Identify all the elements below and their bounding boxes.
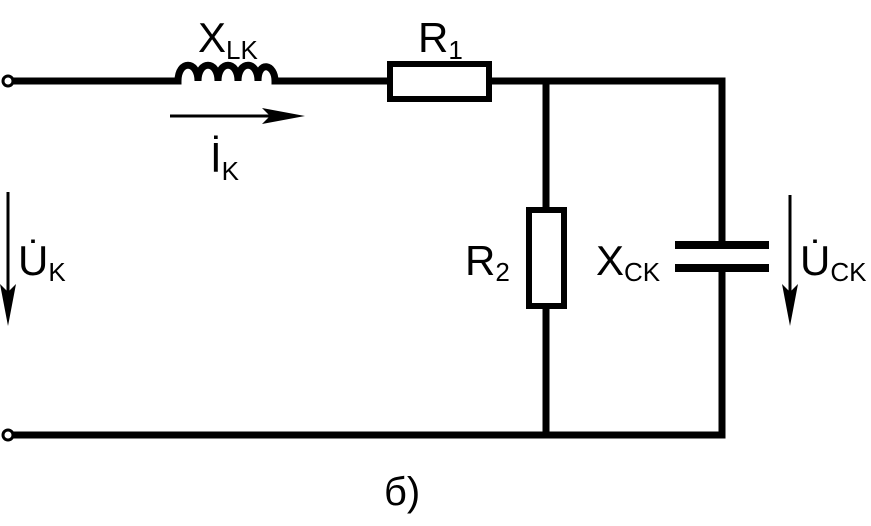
input-voltage-arrow-head <box>0 284 16 326</box>
capacitor-label: XCK <box>596 237 661 287</box>
inductor-label: XLK <box>198 14 258 65</box>
current-arrow-head <box>262 108 305 124</box>
inductor-symbol <box>174 61 279 82</box>
input-terminal-bottom <box>1 428 15 442</box>
input-terminal-top <box>1 74 15 88</box>
output-voltage-arrow-head <box>782 284 798 326</box>
r1-resistor <box>387 61 492 102</box>
figure-caption: б) <box>384 470 420 514</box>
r1-label: R1 <box>418 14 463 65</box>
output-voltage-label: U̇CK <box>800 237 867 287</box>
input-voltage-label: U̇K <box>18 237 66 287</box>
current-label: İK <box>210 134 240 186</box>
r2-resistor <box>526 207 567 309</box>
r2-label: R2 <box>465 237 510 287</box>
